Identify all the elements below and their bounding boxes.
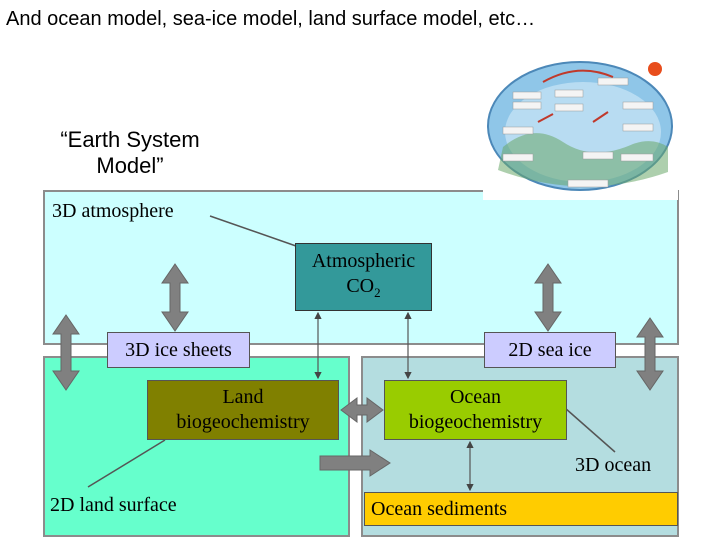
earth-system-model-line2: Model” [96, 153, 164, 178]
page-title: And ocean model, sea-ice model, land sur… [6, 8, 536, 30]
ocean-label: 3D ocean [575, 454, 652, 476]
ice-sheets-box: 3D ice sheets [107, 332, 250, 368]
atmospheric-co2-line1: Atmospheric [311, 250, 416, 272]
land-bgc-line1: Land [222, 386, 264, 408]
co2-main: CO [346, 275, 375, 297]
ocean-bgc-line2: biogeochemistry [408, 411, 543, 433]
land-surface-label: 2D land surface [50, 494, 177, 516]
ocean-bgc-line1: Ocean [449, 386, 502, 408]
ocean-sediments-label: Ocean sediments [371, 497, 508, 520]
land-biogeochemistry-box: Land biogeochemistry [147, 380, 339, 440]
atmosphere-label: 3D atmosphere [52, 200, 174, 222]
atmospheric-co2-box: Atmospheric CO2 [295, 243, 432, 311]
earth-system-model-label: “Earth System Model” [40, 127, 220, 179]
earth-system-illustration [483, 52, 678, 200]
atmospheric-co2-line2: CO2 [312, 274, 415, 305]
sea-ice-box: 2D sea ice [484, 332, 616, 368]
ocean-sediments-box: Ocean sediments [364, 492, 678, 526]
earth-system-model-line1: “Earth System [60, 127, 200, 152]
land-bgc-line2: biogeochemistry [176, 411, 310, 433]
sea-ice-label: 2D sea ice [508, 338, 592, 361]
co2-subscript: 2 [374, 285, 381, 300]
ocean-biogeochemistry-box: Ocean biogeochemistry [384, 380, 567, 440]
ice-sheets-label: 3D ice sheets [125, 338, 232, 361]
